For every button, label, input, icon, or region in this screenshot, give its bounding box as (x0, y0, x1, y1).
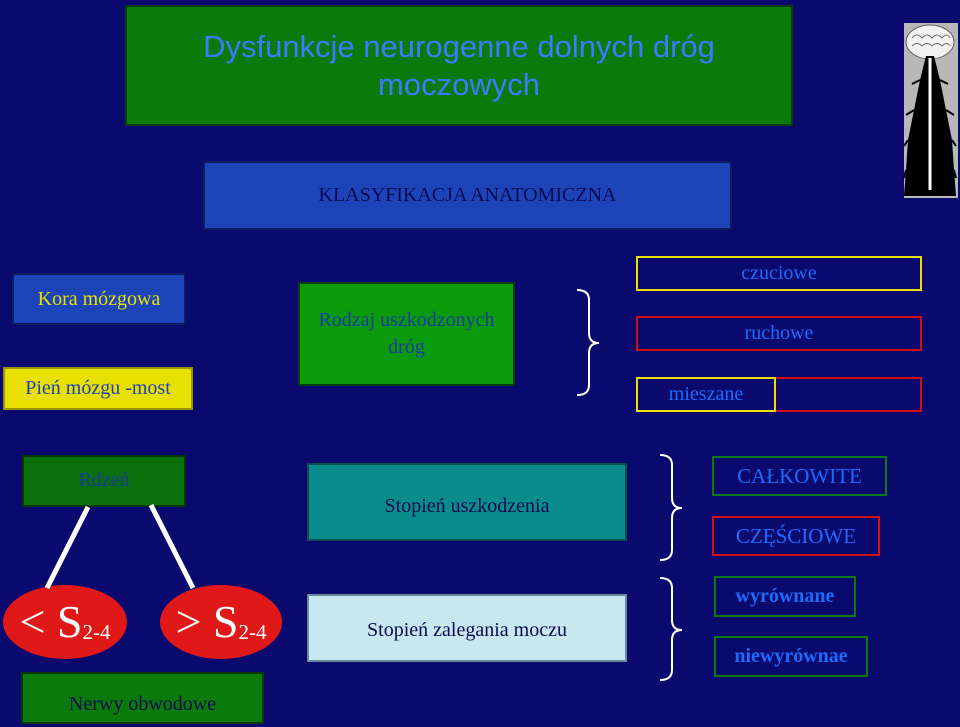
option-calkowite: CAŁKOWITE (712, 456, 887, 496)
option-czuciowe: czuciowe (636, 256, 922, 291)
segment-above-sub: 2-4 (238, 619, 267, 644)
brace-stopien-uszkodzenia (659, 454, 683, 561)
option-czesciowe: CZĘŚCIOWE (712, 516, 880, 556)
segment-below-prefix: < S (19, 596, 83, 647)
level-pien-box: Pień mózgu -most (3, 367, 193, 410)
brain-spinal-cord-icon (903, 23, 958, 198)
brace-stopien-zalegania (659, 577, 683, 681)
level-kora-box: Kora mózgowa (12, 273, 186, 325)
option-mieszane: mieszane (636, 377, 776, 412)
stopien-uszkodzenia-box: Stopień uszkodzenia (307, 463, 627, 541)
branch-line-right (148, 503, 196, 590)
option-mieszane-red-frame (776, 377, 922, 412)
branch-line-left (44, 505, 91, 590)
nerwy-obwodowe-box: Nerwy obwodowe (21, 672, 264, 724)
segment-below-sub: 2-4 (82, 619, 111, 644)
classification-header: KLASYFIKACJA ANATOMICZNA (203, 161, 732, 230)
rodzaj-drog-box: Rodzaj uszkodzonych dróg (298, 282, 515, 386)
level-rdzen-box: Rdzeń (22, 455, 186, 507)
option-niewyrownane: niewyrównae (714, 636, 868, 677)
page-title: Dysfunkcje neurogenne dolnych dróg moczo… (125, 5, 793, 126)
option-ruchowe: ruchowe (636, 316, 922, 351)
stopien-zalegania-box: Stopień zalegania moczu (307, 594, 627, 662)
segment-above-prefix: > S (175, 596, 239, 647)
option-wyrownane: wyrównane (714, 576, 856, 617)
brace-rodzaj (576, 289, 600, 396)
